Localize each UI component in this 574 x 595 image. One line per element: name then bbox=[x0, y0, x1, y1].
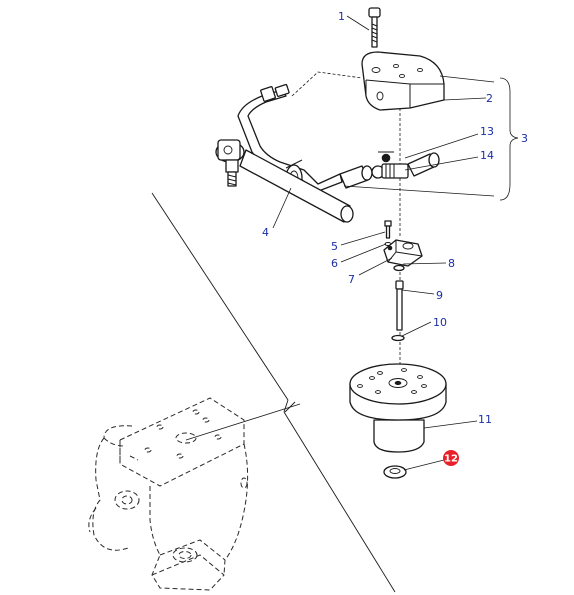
callout-9: 9 bbox=[436, 289, 443, 302]
pipe-connection-phantom bbox=[291, 71, 363, 97]
callout-12[interactable]: 12 bbox=[444, 454, 458, 465]
callout-14: 14 bbox=[480, 149, 494, 162]
shaft bbox=[395, 280, 404, 331]
callout-2: 2 bbox=[486, 92, 493, 105]
leader-lines bbox=[185, 15, 519, 471]
bolt bbox=[368, 7, 381, 48]
sensor-body bbox=[383, 239, 423, 267]
seal bbox=[383, 465, 407, 479]
pipe-assembly bbox=[237, 83, 440, 193]
callout-4: 4 bbox=[262, 226, 269, 239]
section-cut-lines bbox=[151, 192, 396, 593]
callout-11: 11 bbox=[478, 413, 492, 426]
highlight-marker[interactable] bbox=[443, 450, 459, 466]
callout-3: 3 bbox=[521, 132, 528, 145]
callout-8: 8 bbox=[448, 257, 455, 270]
o-ring-lower bbox=[391, 334, 405, 342]
callout-labels: 1 2 3 4 5 6 7 8 9 10 11 13 14 bbox=[262, 10, 528, 426]
callout-10: 10 bbox=[433, 316, 447, 329]
bracket bbox=[361, 51, 445, 111]
callout-7: 7 bbox=[348, 273, 355, 286]
banjo-bolt bbox=[215, 139, 354, 223]
o-ring-upper bbox=[393, 264, 405, 272]
steering-housing-phantom bbox=[88, 397, 249, 591]
callout-12-highlight[interactable]: 12 bbox=[443, 450, 459, 466]
flange-housing bbox=[349, 363, 447, 453]
callout-13: 13 bbox=[480, 125, 494, 138]
callout-5: 5 bbox=[331, 240, 338, 253]
callout-1: 1 bbox=[338, 10, 345, 23]
callout-6: 6 bbox=[331, 257, 338, 270]
screw bbox=[384, 220, 392, 239]
